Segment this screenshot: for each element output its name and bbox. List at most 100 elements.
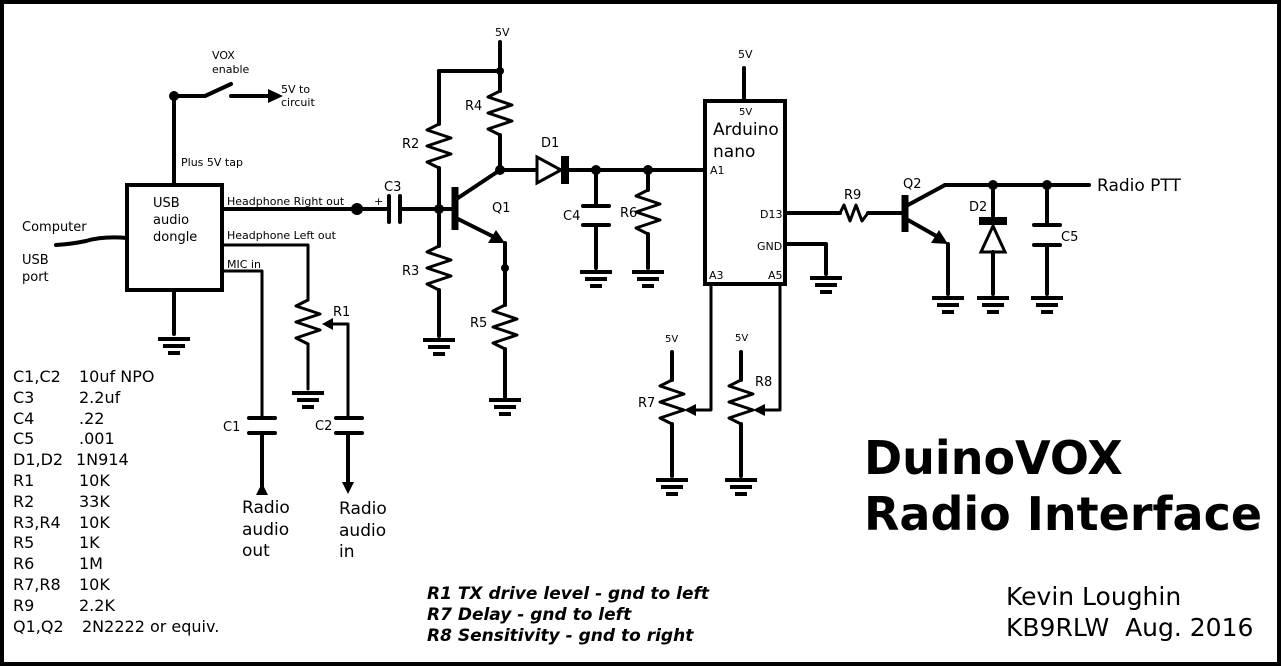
q2-ground-symbol bbox=[930, 296, 966, 314]
bom-ref-6: R2 bbox=[13, 492, 34, 511]
nano-gnd-wire bbox=[783, 242, 828, 276]
nano-5v-pin: 5V bbox=[739, 107, 752, 118]
bom-ref-1: C3 bbox=[13, 388, 34, 407]
r3-ground-symbol bbox=[421, 338, 457, 356]
r9-resistor bbox=[838, 203, 870, 223]
bom-value-0: 10uf NPO bbox=[79, 367, 154, 386]
bom-ref-10: R7,R8 bbox=[13, 575, 61, 594]
r5-resistor bbox=[491, 303, 519, 351]
q2-emitter-arrowhead bbox=[931, 230, 948, 244]
usb-cable-wire bbox=[54, 235, 129, 247]
arduino-label-line2: nano bbox=[713, 142, 755, 162]
r1-label: R1 bbox=[333, 305, 350, 320]
q1-emitter-arrowhead bbox=[488, 230, 505, 243]
c5-label: C5 bbox=[1061, 230, 1078, 245]
vox-label-line1: VOX bbox=[212, 49, 235, 62]
radio-ptt-label: Radio PTT bbox=[1097, 176, 1182, 196]
computer-label-line3: port bbox=[22, 270, 49, 285]
audio-out-label-line3: out bbox=[242, 541, 270, 561]
bom-ref-9: R6 bbox=[13, 554, 34, 573]
r8-label: R8 bbox=[755, 375, 772, 390]
bom-value-8: 1K bbox=[79, 533, 100, 552]
pin-gnd-label: GND bbox=[757, 240, 782, 253]
c3-polarity: + bbox=[374, 195, 383, 208]
bom-value-9: 1M bbox=[79, 554, 103, 573]
r9-label: R9 bbox=[844, 188, 861, 203]
audio-out-label-line2: audio bbox=[242, 520, 289, 540]
r7-label: R7 bbox=[638, 396, 655, 411]
audio-in-label-line1: Radio bbox=[339, 499, 387, 519]
pin-a1-label: A1 bbox=[710, 164, 725, 177]
r8-supply-label: 5V bbox=[735, 333, 748, 344]
r6-ground-symbol bbox=[630, 270, 666, 288]
bom-ref-3: C5 bbox=[13, 429, 34, 448]
bom-value-6: 33K bbox=[79, 492, 110, 511]
pin-d13-label: D13 bbox=[760, 208, 782, 221]
r6-resistor bbox=[634, 188, 662, 236]
bom-ref-11: R9 bbox=[13, 596, 34, 615]
r2-resistor bbox=[425, 122, 453, 170]
bom-value-3: .001 bbox=[79, 429, 115, 448]
bom-ref-4: D1,D2 bbox=[13, 450, 63, 469]
audio-out-label-line1: Radio bbox=[242, 498, 290, 518]
vox-to-label-line1: 5V to bbox=[281, 83, 310, 96]
d1-label: D1 bbox=[541, 136, 559, 151]
bom-value-7: 10K bbox=[79, 513, 110, 532]
bill-of-materials: C1,C2 10uf NPO C3 2.2uf C4 .22 C5 .001 D… bbox=[13, 367, 219, 636]
bom-ref-12: Q1,Q2 bbox=[13, 617, 64, 636]
q1-emitter-lead bbox=[456, 217, 496, 239]
vox-to-label-line2: circuit bbox=[281, 96, 315, 109]
usb-dongle-line3: dongle bbox=[153, 230, 197, 245]
q1-supply-label: 5V bbox=[495, 26, 510, 39]
c3-label: C3 bbox=[384, 180, 401, 195]
computer-label-line1: Computer bbox=[22, 220, 87, 235]
d1-diode bbox=[535, 154, 565, 186]
headphone-left-wire bbox=[220, 243, 310, 302]
c4-ground-symbol bbox=[578, 270, 614, 288]
r8-wiper-arrowhead bbox=[753, 404, 765, 416]
q2-label: Q2 bbox=[903, 177, 922, 192]
r1-wiper-wire bbox=[328, 322, 350, 420]
bom-value-1: 2.2uf bbox=[79, 388, 121, 407]
audio-in-label-line2: audio bbox=[339, 521, 386, 541]
bom-ref-7: R3,R4 bbox=[13, 513, 61, 532]
nano-supply-label: 5V bbox=[738, 48, 753, 61]
r8-resistor bbox=[727, 378, 755, 426]
r4-label: R4 bbox=[465, 99, 482, 114]
vox-switch-blade bbox=[203, 82, 233, 98]
q2-emitter-lead bbox=[906, 218, 940, 239]
audio-out-arrowhead bbox=[256, 483, 268, 495]
r3-resistor bbox=[425, 244, 453, 292]
r5-label: R5 bbox=[470, 316, 487, 331]
mic-in-label: MIC in bbox=[227, 258, 261, 271]
c1-label: C1 bbox=[223, 420, 240, 435]
r7-resistor bbox=[658, 378, 686, 426]
pin-a5-label: A5 bbox=[768, 269, 783, 282]
r1-ground-symbol bbox=[290, 391, 326, 409]
q1-base-node bbox=[434, 204, 444, 214]
d2-label: D2 bbox=[969, 200, 987, 215]
bom-ref-0: C1,C2 bbox=[13, 367, 61, 386]
q1-label: Q1 bbox=[492, 201, 511, 216]
usb-dongle-line1: USB bbox=[153, 196, 180, 211]
title-line1: DuinoVOX bbox=[864, 431, 1123, 485]
computer-label-line2: USB bbox=[22, 253, 49, 268]
bom-ref-2: C4 bbox=[13, 409, 34, 428]
arduino-label-line1: Arduino bbox=[713, 120, 779, 140]
arduino-nano-box bbox=[703, 99, 787, 286]
nano-ground-symbol bbox=[808, 276, 844, 294]
mic-in-wire bbox=[220, 269, 264, 420]
vox-tap-label: Plus 5V tap bbox=[181, 156, 243, 169]
title-line2: Radio Interface bbox=[864, 487, 1262, 541]
adjustment-note-1: R1 TX drive level - gnd to left bbox=[427, 584, 710, 604]
usb-dongle-line2: audio bbox=[153, 213, 189, 228]
a5-wiper-wire bbox=[762, 282, 782, 412]
q2-collector-lead bbox=[906, 183, 947, 207]
d2-diode bbox=[978, 222, 1008, 254]
r7-ground-symbol bbox=[654, 478, 690, 496]
headphone-right-label: Headphone Right out bbox=[227, 195, 345, 208]
vox-label-line2: enable bbox=[212, 63, 250, 76]
r1-resistor bbox=[294, 298, 322, 346]
